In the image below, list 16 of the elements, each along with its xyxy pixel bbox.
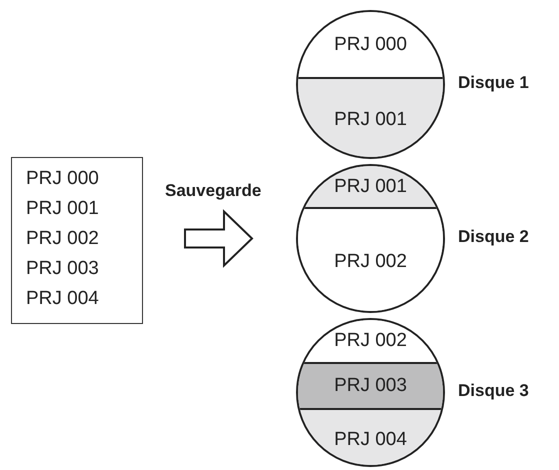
list-item: PRJ 001 bbox=[26, 197, 100, 221]
disk-segment: PRJ 004 bbox=[298, 408, 443, 465]
disk-label: Disque 2 bbox=[458, 226, 529, 246]
disk-segment: PRJ 003 bbox=[298, 362, 443, 408]
disk-segment: PRJ 000 bbox=[298, 12, 443, 77]
disk-segment: PRJ 001 bbox=[298, 77, 443, 157]
list-item: PRJ 003 bbox=[26, 257, 100, 281]
disk-label: Disque 3 bbox=[458, 380, 529, 400]
edge-label: Sauvegarde bbox=[165, 180, 262, 200]
disk-segment: PRJ 002 bbox=[298, 207, 443, 311]
list-item: PRJ 000 bbox=[26, 167, 100, 191]
list-item: PRJ 004 bbox=[26, 287, 100, 311]
hollow-arrow bbox=[184, 209, 254, 268]
list-item: PRJ 002 bbox=[26, 227, 100, 251]
list-box bbox=[11, 157, 143, 324]
disk-label: Disque 1 bbox=[458, 72, 529, 92]
